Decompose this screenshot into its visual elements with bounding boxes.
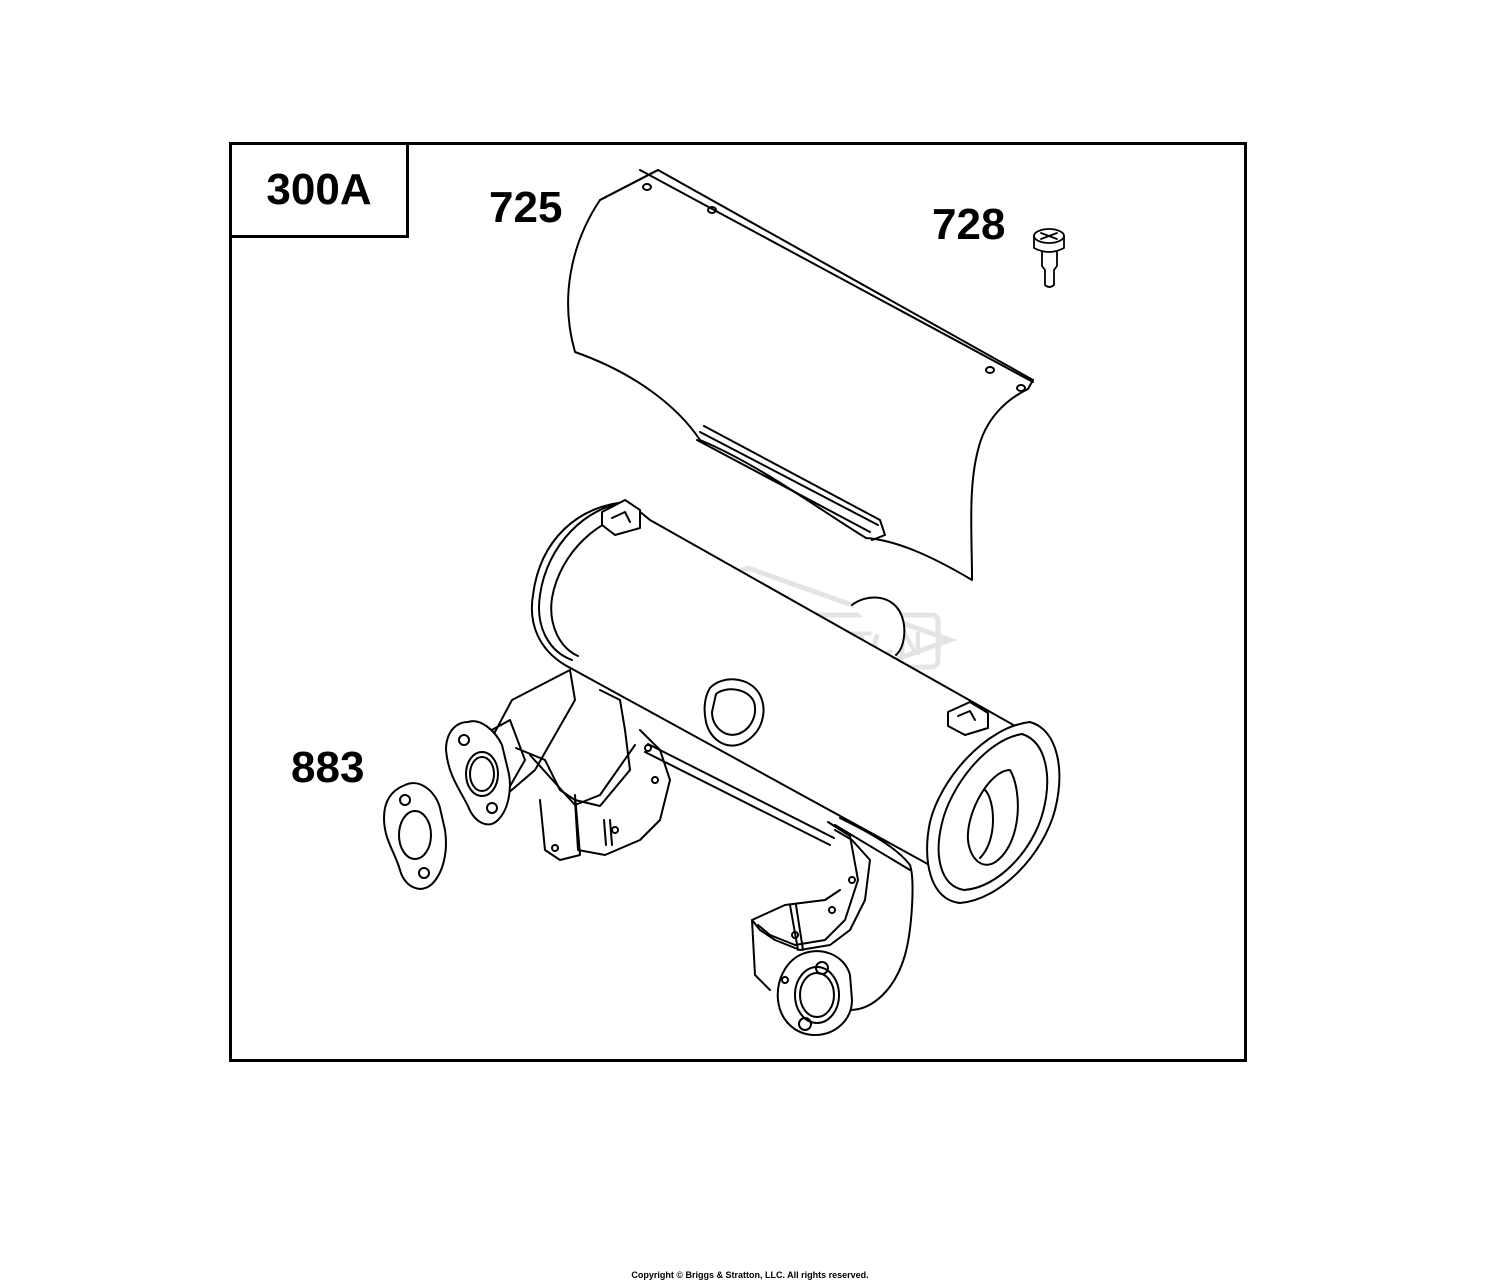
muffler-body[interactable]: [531, 499, 1061, 904]
gasket-part-883[interactable]: [383, 782, 447, 890]
exhaust-pipe-right[interactable]: [751, 817, 914, 1036]
callout-728[interactable]: 728: [932, 200, 1006, 249]
reference-code-box: 300A: [232, 145, 409, 238]
heat-shield-part-725[interactable]: [567, 169, 1034, 581]
exhaust-pipe-left[interactable]: [445, 669, 671, 861]
reference-code: 300A: [266, 165, 372, 214]
callout-725[interactable]: 725: [489, 183, 563, 232]
copyright-text: Copyright © Briggs & Stratton, LLC. All …: [631, 1270, 869, 1280]
diagram-frame: [229, 142, 1247, 1062]
screw-part-728[interactable]: [1033, 228, 1065, 288]
callout-883[interactable]: 883: [291, 743, 365, 792]
